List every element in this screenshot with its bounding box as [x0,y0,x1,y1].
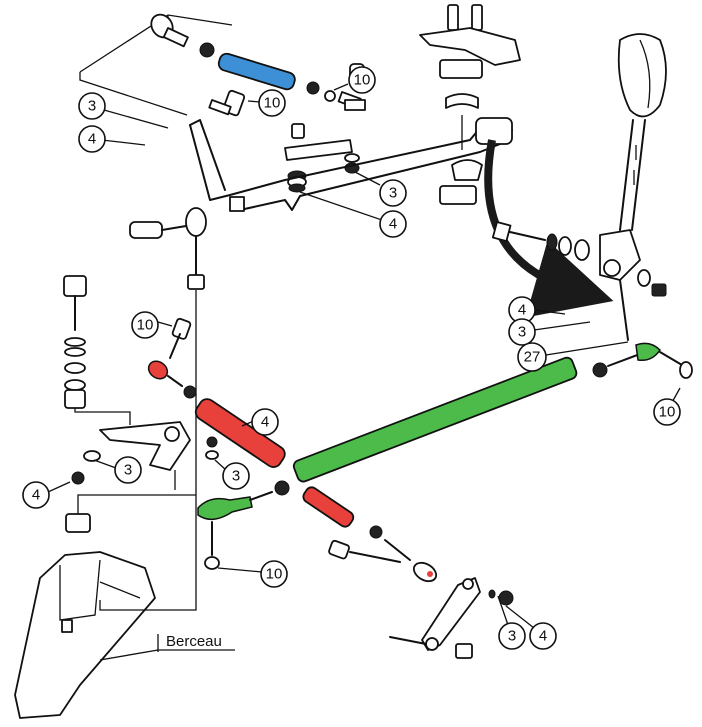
top-rod-assembly [150,13,366,111]
callout-3-redrod: 3 [222,462,250,490]
callout-3-lowleft: 3 [114,456,142,484]
top-bolt [208,89,246,117]
subframe [14,494,197,719]
green-rod [292,356,578,483]
left-bolt-stack [63,275,131,425]
callout-3-center: 3 [379,179,407,207]
blue-rod [217,52,296,91]
callout-10-bottom: 10 [260,560,288,588]
callout-10-mid: 10 [258,89,286,117]
svg-text:4: 4 [261,414,269,431]
svg-text:10: 10 [659,404,676,421]
berceau-text: Berceau [166,633,222,650]
green-ball-joint [197,496,253,521]
red-rod-upper [194,398,286,468]
svg-text:4: 4 [539,628,547,645]
callout-4-left: 4 [78,125,106,153]
lower-right-lever [328,539,514,659]
callout-4-lowleft: 4 [22,481,50,509]
lower-bolt [204,521,263,573]
left-pivot-lever [71,421,191,490]
svg-text:3: 3 [508,628,516,645]
callout-10-leftmid: 10 [131,311,159,339]
callout-4-bottom: 4 [529,622,557,650]
svg-text:10: 10 [354,72,371,89]
red-rod-lower [302,486,355,528]
svg-text:3: 3 [124,462,132,479]
lever-pivot-bolt [491,221,667,297]
green-rod-assembly [197,342,693,521]
svg-text:10: 10 [264,95,281,112]
top-ball-joint [150,13,189,48]
callout-4-redrod: 4 [251,408,279,436]
svg-text:4: 4 [88,131,96,148]
svg-text:3: 3 [518,324,526,341]
svg-text:10: 10 [137,317,154,334]
svg-text:4: 4 [32,487,40,504]
svg-text:4: 4 [389,216,397,233]
svg-text:10: 10 [266,566,283,583]
callout-27-right: 27 [517,342,547,372]
callout-3-left: 3 [78,92,106,120]
callout-leaders [47,83,681,629]
top-right-bracket [419,4,521,205]
svg-text:4: 4 [518,302,526,319]
svg-text:3: 3 [232,468,240,485]
callout-3-bottom: 3 [498,622,526,650]
left-balljoint-lever [129,207,207,600]
berceau-label: Berceau [99,633,235,661]
red-ball-joint [147,360,169,380]
curved-arrow [484,139,614,318]
svg-text:27: 27 [524,349,541,366]
callout-3-right: 3 [508,318,536,346]
callout-10-farright: 10 [653,398,681,426]
callout-4-right: 4 [508,296,536,324]
main-lever-bar [189,117,513,212]
gear-lever [599,33,667,341]
left-middle-bolt [169,317,192,359]
callout-10-top: 10 [348,66,376,94]
svg-text:3: 3 [389,185,397,202]
svg-text:3: 3 [88,98,96,115]
callout-4-center: 4 [379,210,407,238]
center-link [284,123,360,193]
red-rod-assembly [147,360,438,583]
